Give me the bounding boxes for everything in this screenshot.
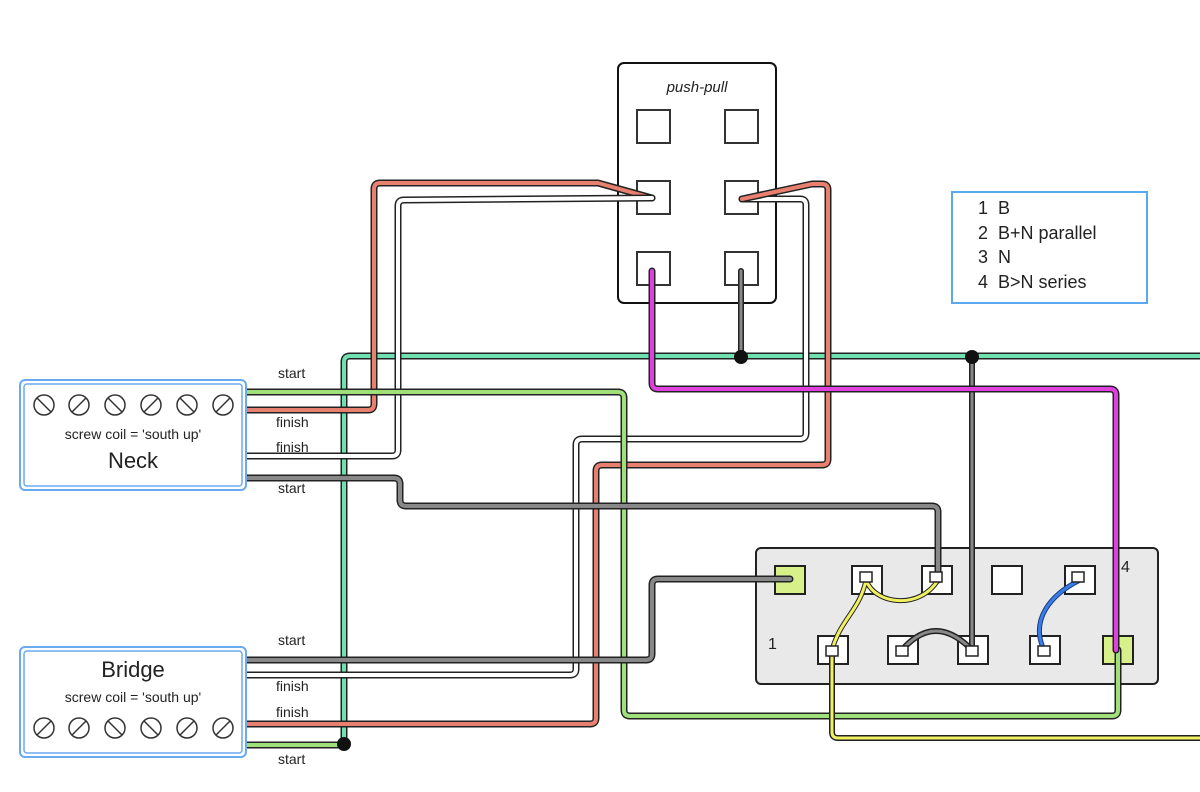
neck-green-wire [242,388,1122,720]
solder-joint [965,350,979,364]
gray-jumper-wire [899,628,975,653]
push-pull-switch: push-pull [617,62,777,304]
neck-wire-label: finish [276,439,309,455]
selector-label-1: 1 [768,636,777,653]
legend-box: 1 B 2 B+N parallel 3 N 4 B>N series [951,191,1148,304]
yellow-output-wire [829,647,1200,741]
legend-text: B+N parallel [998,223,1097,243]
selector-switch: 1 4 [755,547,1159,685]
bridge-pickup: Bridge screw coil = 'south up' [19,646,247,758]
push-pull-title: push-pull [666,79,729,96]
neck-screws [33,394,234,416]
neck-gray-wire [242,474,942,584]
wire-terminals [825,571,1085,657]
selector-lug [991,565,1023,595]
bridge-wire-label: start [278,632,305,648]
wires [242,179,1200,749]
bridge-white-wire [242,195,810,679]
legend-num: 3 [978,247,988,267]
solder-joint [734,350,748,364]
bridge-wire-label: start [278,751,305,767]
neck-note: screw coil = 'south up' [65,426,201,442]
bridge-screws [33,717,234,739]
neck-pickup: screw coil = 'south up' Neck [19,379,247,491]
bridge-wire-label: finish [276,678,309,694]
legend-num: 4 [978,272,988,292]
solder-joint [337,737,351,751]
neck-white-wire [242,194,656,460]
switch-lug [636,109,671,144]
bridge-gray-wire [242,575,794,664]
magenta-wire [648,267,1120,654]
legend-text: B>N series [998,272,1087,292]
selector-label-4: 4 [1121,559,1130,576]
bridge-red-wire [242,180,832,728]
neck-red-wire [242,179,656,414]
neck-title: Neck [108,448,159,473]
legend-num: 2 [978,223,988,243]
bridge-wire-label: finish [276,704,309,720]
switch-lug [724,109,759,144]
neck-wire-label: finish [276,414,309,430]
legend-text: B [998,198,1010,218]
teal-ground-wire [340,352,1200,749]
legend-num: 1 [978,198,988,218]
neck-wire-label: start [278,365,305,381]
legend-text: N [998,247,1011,267]
bridge-title: Bridge [101,657,165,682]
bridge-note: screw coil = 'south up' [65,689,201,705]
blue-jumper-wire [1036,577,1083,653]
neck-wire-label: start [278,480,305,496]
